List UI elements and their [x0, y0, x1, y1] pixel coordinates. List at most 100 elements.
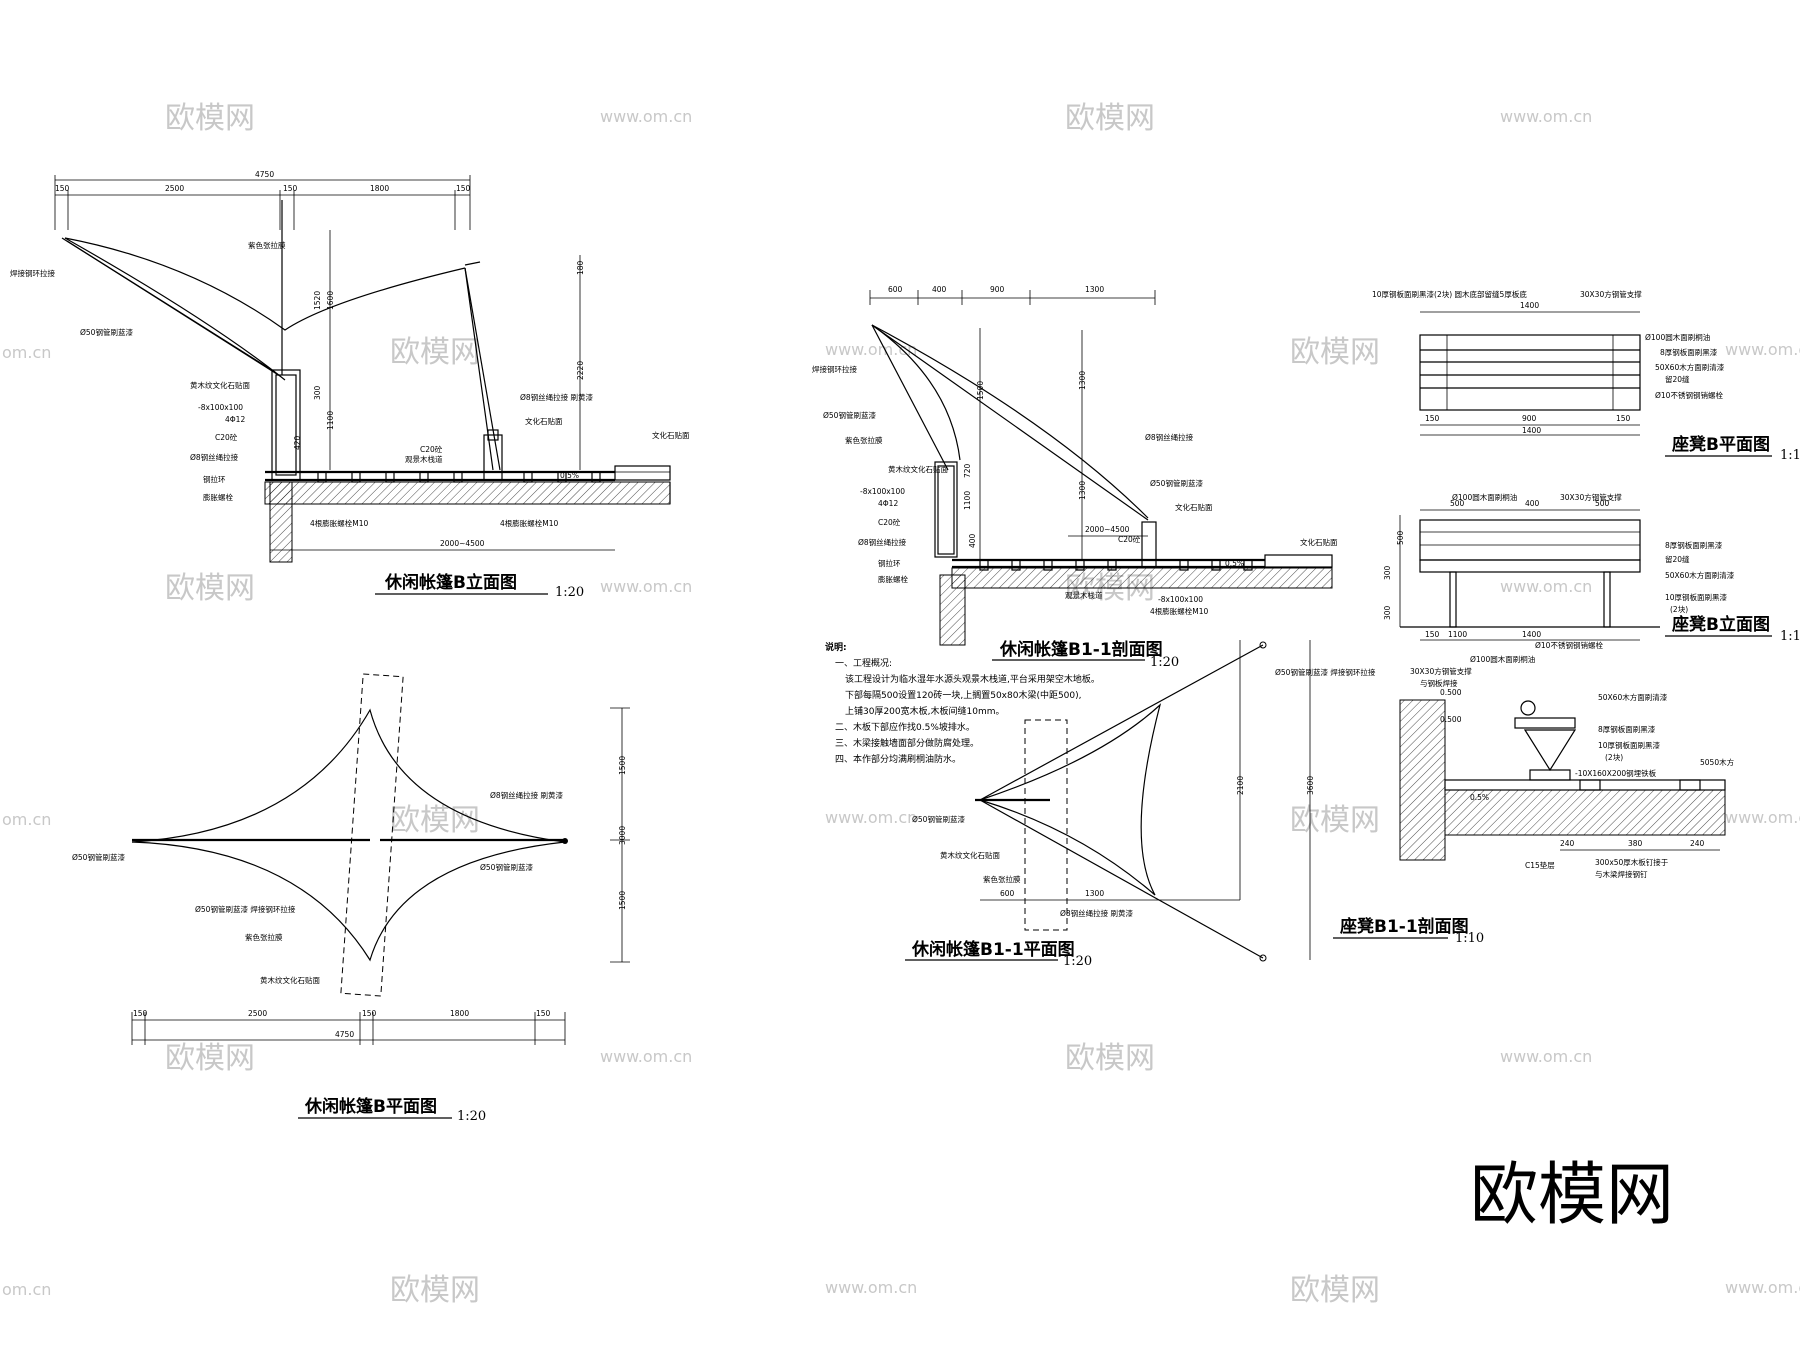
section-b1-scale: 1:20 [1150, 655, 1179, 670]
bench-elevation-drawing: 500 400 500 500 300 300 150 1100 1400 30… [1383, 492, 1800, 644]
watermark-cn: om.cn [2, 1280, 51, 1299]
bench-elev-h2: 300 [1383, 605, 1392, 620]
plan-label-stone: 黄木纹文化石贴面 [260, 975, 320, 985]
dim-span: 2000~4500 [440, 539, 485, 548]
watermark-brand: 欧模网 [165, 1041, 255, 1076]
sect-label-weld: 焊接钢环拉接 [812, 364, 857, 374]
bench-elev-gap: 留20缝 [1665, 554, 1690, 564]
plan-b1-dim-d1: 600 [1000, 889, 1015, 898]
sect-label-culture-2: 文化石贴面 [1300, 537, 1338, 547]
sect-label-deck: 观景木栈道 [1065, 590, 1103, 600]
sect-dim-d3: 900 [990, 285, 1005, 294]
sect-dim-d2: 400 [932, 285, 947, 294]
label-stone: 黄木纹文化石贴面 [190, 380, 250, 390]
sect-label-rebar: 4Φ12 [878, 499, 898, 508]
notes-n1b: 下部每隔500设置120砖一块,上搁置50x80木梁(中距500), [845, 689, 1082, 701]
watermark-brand: 欧模网 [1065, 101, 1155, 136]
dim-v2: 1600 [326, 291, 335, 310]
label-m10-2: 4根膨胀螺栓M10 [310, 518, 369, 528]
notes-n1: 一、工程概况: [835, 657, 892, 669]
sect-dim-d4: 1300 [1085, 285, 1104, 294]
label-pipe: Ø50钢管刷蓝漆 [80, 327, 133, 337]
label-c20: C20砼 [215, 432, 238, 442]
label-tie: Ø8钢丝绳拉接 刷黄漆 [520, 392, 594, 402]
plan-b-scale: 1:20 [457, 1109, 486, 1124]
watermark-brand: 欧模网 [165, 571, 255, 606]
bench-elev-plate8: 8厚钢板面刷黑漆 [1665, 540, 1723, 550]
sect-label-plate: -8x100x100 [860, 487, 905, 496]
plan-dim-btot: 4750 [335, 1030, 354, 1039]
bench-elev-e3: 500 [1595, 499, 1610, 508]
dim-b: 2500 [165, 184, 184, 193]
plan-dim-b3: 150 [362, 1009, 377, 1018]
sect-label-culture: 文化石贴面 [1175, 502, 1213, 512]
bench-top-tube: 30X30方钢管支撑 [1580, 289, 1642, 299]
plan-label-pipe: Ø50钢管刷蓝漆 [72, 852, 125, 862]
dim-v3: 180 [576, 260, 585, 275]
corner-logo-text: 欧模网 [1470, 1156, 1674, 1235]
watermark-brand: 欧模网 [165, 101, 255, 136]
plan-dim-d2: 3000 [618, 826, 627, 845]
watermark-site: www.om.cn [1725, 1278, 1800, 1297]
bench-elev-h3: 500 [1396, 530, 1405, 545]
bench-top-note: 10厚钢板面刷黑漆(2块) 圆木底部留缝5厚板底 [1372, 289, 1527, 299]
bench-sect-w1: 240 [1560, 839, 1575, 848]
watermark-cn: om.cn [2, 810, 51, 829]
plan-label-membrane: 紫色张拉膜 [245, 932, 283, 942]
dim-v5: 300 [313, 385, 322, 400]
plan-b1-dim-d4: 3600 [1306, 776, 1315, 795]
sect-dim-span: 2000~4500 [1085, 525, 1130, 534]
notes-n1c: 上铺30厚200宽木板,木板间缝10mm。 [845, 705, 1004, 717]
plan-label-rope2: Ø50钢管刷蓝漆 [480, 862, 533, 872]
bench-plan-p1: 150 [1425, 414, 1440, 423]
label-m10: 4根膨胀螺栓M10 [500, 518, 559, 528]
section-b1-drawing: 600 400 900 1300 2000~4500 1500 1300 130… [812, 285, 1338, 670]
plan-dim-d1: 1500 [618, 756, 627, 775]
label-membrane: 紫色张拉膜 [248, 240, 286, 250]
bench-elev-e2: 400 [1525, 499, 1540, 508]
sect-label-bolt: 膨胀螺栓 [878, 574, 908, 584]
bench-sect-bolt: 300x50厚木板钉接于 [1595, 857, 1669, 867]
label-ring: 钢拉环 [203, 474, 226, 484]
bench-plan-scale: 1:10 [1780, 448, 1800, 463]
plan-label-weld: Ø50钢管刷蓝漆 焊接钢环拉接 [195, 904, 296, 914]
sect-label-c20-2: C20砼 [1118, 534, 1141, 544]
elevation-b-title: 休闲帐篷B立面图 [384, 572, 517, 593]
bench-section-drawing: 240 380 240 Ø100圆木面刷桐油 Ø10不锈钢钢销螺栓 30X30方… [1333, 640, 1735, 946]
watermark-site: www.om.cn [825, 1278, 917, 1297]
bench-sect-c15: C15垫层 [1525, 860, 1555, 870]
bench-sect-two: (2块) [1605, 752, 1623, 762]
bench-sect-plate8: 8厚钢板面刷黑漆 [1598, 724, 1656, 734]
bench-sect-lv2: 0.500 [1440, 715, 1462, 724]
label-bolt: 膨胀螺栓 [203, 492, 233, 502]
bench-plan-title: 座凳B平面图 [1672, 434, 1770, 455]
label-deck: 观景木栈道 [405, 454, 443, 464]
watermark-cn: om.cn [2, 343, 51, 362]
watermark-site: www.om.cn [600, 577, 692, 596]
bench-elev-e150: 150 [1425, 630, 1440, 639]
bench-sect-ring: 与钢板焊接 [1420, 678, 1458, 688]
bench-plan-rod: Ø10不锈钢钢销螺栓 [1655, 390, 1723, 400]
bench-plan-ptot: 1400 [1522, 426, 1541, 435]
bench-sect-scale: 1:10 [1455, 931, 1484, 946]
dim-a: 150 [55, 184, 70, 193]
bench-elev-e1100: 1100 [1448, 630, 1467, 639]
watermark-brand: 欧模网 [1290, 1273, 1380, 1308]
label-c20-2: C20砼 [420, 444, 443, 454]
bench-sect-slope: 0.5% [1470, 793, 1489, 802]
bench-elev-title: 座凳B立面图 [1672, 614, 1770, 635]
notes-block: 说明: 一、工程概况: 该工程设计为临水湿年水源头观景木栈道,平台采用架空木地板… [825, 641, 1100, 765]
sect-label-m10: 4根膨胀螺栓M10 [1150, 606, 1209, 616]
bench-elev-tube: 30X30方钢管支撑 [1560, 492, 1622, 502]
watermark-site: www.om.cn [1500, 107, 1592, 126]
dim-d: 1800 [370, 184, 389, 193]
plan-b1-label-pipe2: Ø50钢管刷蓝漆 焊接钢环拉接 [1275, 667, 1376, 677]
sect-label-rope: Ø8钢丝绳拉接 [858, 537, 907, 547]
bench-plan-p3: 150 [1616, 414, 1631, 423]
sect-label-pipe2: Ø50钢管刷蓝漆 [1150, 478, 1203, 488]
notes-head: 说明: [825, 641, 847, 653]
plan-b1-label-rope: Ø8钢丝绳拉接 刷黄漆 [1060, 908, 1134, 918]
watermark-site: www.om.cn [825, 340, 917, 359]
watermark-brand: 欧模网 [390, 335, 480, 370]
sect-dim-v2: 1300 [1078, 371, 1087, 390]
